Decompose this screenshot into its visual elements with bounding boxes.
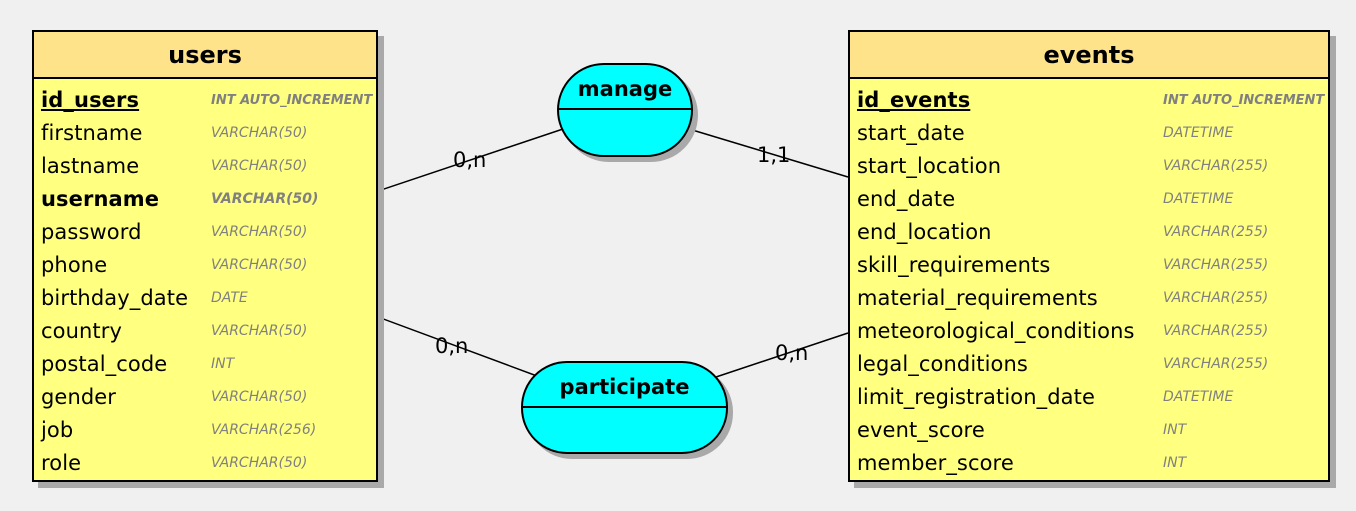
field-name: legal_conditions	[857, 352, 1028, 376]
association-manage[interactable]: manage	[557, 63, 693, 157]
field-type: VARCHAR(50)	[211, 257, 308, 273]
field-name: country	[41, 319, 123, 343]
field-type: VARCHAR(255)	[1163, 224, 1269, 240]
field-type: INT	[1163, 422, 1187, 438]
link-participate-events	[715, 332, 849, 378]
field-type: VARCHAR(50)	[211, 191, 319, 207]
field-type: VARCHAR(50)	[211, 323, 308, 339]
field-type: INT AUTO_INCREMENT	[1163, 93, 1325, 108]
link-users-manage	[377, 128, 564, 192]
field-name: end_location	[857, 220, 992, 244]
field-row[interactable]: end_date DATETIME	[850, 183, 1328, 216]
field-name: lastname	[41, 154, 140, 178]
field-name: event_score	[857, 418, 985, 442]
field-name: limit_registration_date	[857, 385, 1096, 409]
field-row[interactable]: limit_registration_date DATETIME	[850, 381, 1328, 414]
field-type: VARCHAR(50)	[211, 224, 308, 240]
field-name: password	[41, 220, 142, 244]
field-row-primary-key[interactable]: id_users INT AUTO_INCREMENT	[34, 84, 376, 117]
field-name: phone	[41, 253, 108, 277]
field-type: DATETIME	[1163, 389, 1234, 405]
field-type: INT AUTO_INCREMENT	[211, 93, 373, 108]
field-name: role	[41, 451, 82, 475]
field-row[interactable]: skill_requirements VARCHAR(255)	[850, 249, 1328, 282]
entity-users[interactable]: users id_users INT AUTO_INCREMENT firstna…	[32, 30, 378, 482]
field-row-unique[interactable]: username VARCHAR(50)	[34, 183, 376, 216]
cardinality-events-participate: 0,n	[775, 341, 809, 365]
field-row[interactable]: start_date DATETIME	[850, 117, 1328, 150]
field-row[interactable]: end_location VARCHAR(255)	[850, 216, 1328, 249]
association-label: participate	[523, 363, 726, 408]
field-type: DATE	[211, 290, 248, 306]
field-row[interactable]: role VARCHAR(50)	[34, 447, 376, 480]
field-row[interactable]: lastname VARCHAR(50)	[34, 150, 376, 183]
entity-title: events	[850, 32, 1328, 79]
field-type: VARCHAR(255)	[1163, 323, 1269, 339]
field-name: id_users	[41, 88, 140, 112]
field-type: VARCHAR(50)	[211, 455, 308, 471]
field-name: firstname	[41, 121, 143, 145]
field-type: VARCHAR(255)	[1163, 356, 1269, 372]
field-type: INT	[1163, 455, 1187, 471]
field-type: VARCHAR(50)	[211, 158, 308, 174]
field-name: meteorological_conditions	[857, 319, 1135, 343]
association-participate[interactable]: participate	[521, 361, 728, 454]
cardinality-users-participate: 0,n	[435, 334, 469, 358]
field-type: INT	[211, 356, 235, 372]
field-row[interactable]: gender VARCHAR(50)	[34, 381, 376, 414]
field-type: VARCHAR(256)	[211, 422, 317, 438]
field-type: DATETIME	[1163, 125, 1234, 141]
field-row[interactable]: phone VARCHAR(50)	[34, 249, 376, 282]
field-type: VARCHAR(255)	[1163, 257, 1269, 273]
field-row[interactable]: start_location VARCHAR(255)	[850, 150, 1328, 183]
field-row[interactable]: event_score INT	[850, 414, 1328, 447]
field-row[interactable]: legal_conditions VARCHAR(255)	[850, 348, 1328, 381]
field-name: id_events	[857, 88, 971, 112]
cardinality-users-manage: 0,n	[453, 148, 487, 172]
field-type: VARCHAR(255)	[1163, 290, 1269, 306]
field-type: VARCHAR(50)	[211, 125, 308, 141]
link-manage-events	[688, 128, 849, 178]
field-row[interactable]: postal_code INT	[34, 348, 376, 381]
field-name: job	[41, 418, 74, 442]
field-row[interactable]: meteorological_conditions VARCHAR(255)	[850, 315, 1328, 348]
field-row[interactable]: job VARCHAR(256)	[34, 414, 376, 447]
field-name: gender	[41, 385, 117, 409]
field-type: VARCHAR(50)	[211, 389, 308, 405]
cardinality-events-manage: 1,1	[757, 143, 791, 167]
field-name: end_date	[857, 187, 956, 211]
field-name: birthday_date	[41, 286, 189, 310]
field-name: material_requirements	[857, 286, 1098, 310]
field-type: VARCHAR(255)	[1163, 158, 1269, 174]
field-name: skill_requirements	[857, 253, 1051, 277]
field-name: username	[41, 187, 160, 211]
link-users-participate	[377, 316, 538, 377]
field-row[interactable]: country VARCHAR(50)	[34, 315, 376, 348]
field-row[interactable]: member_score INT	[850, 447, 1328, 480]
field-row[interactable]: birthday_date DATE	[34, 282, 376, 315]
entity-events[interactable]: events id_events INT AUTO_INCREMENT start…	[848, 30, 1330, 482]
field-row[interactable]: firstname VARCHAR(50)	[34, 117, 376, 150]
field-row[interactable]: material_requirements VARCHAR(255)	[850, 282, 1328, 315]
field-row-primary-key[interactable]: id_events INT AUTO_INCREMENT	[850, 84, 1328, 117]
entity-title: users	[34, 32, 376, 79]
field-row[interactable]: password VARCHAR(50)	[34, 216, 376, 249]
field-name: postal_code	[41, 352, 168, 376]
field-name: start_location	[857, 154, 1002, 178]
field-name: member_score	[857, 451, 1014, 475]
association-label: manage	[559, 65, 691, 110]
field-name: start_date	[857, 121, 965, 145]
field-type: DATETIME	[1163, 191, 1234, 207]
